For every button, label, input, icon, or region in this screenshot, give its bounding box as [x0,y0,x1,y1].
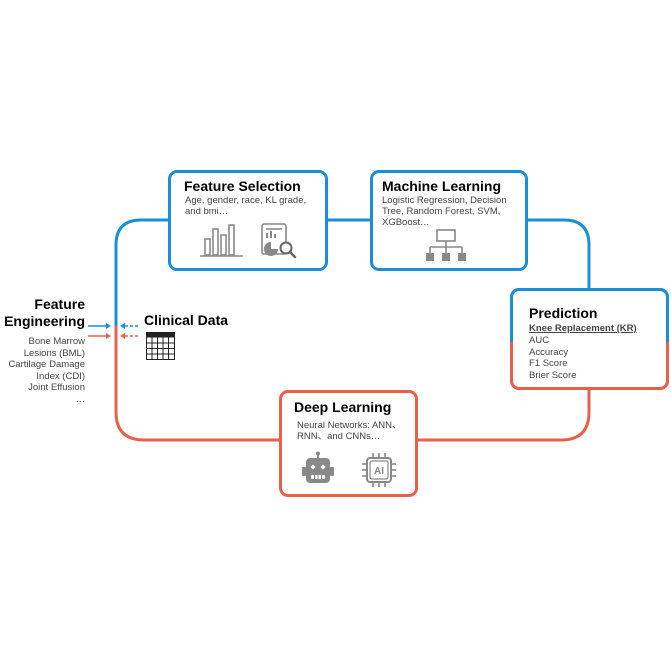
fe-item: Bone Marrow [28,336,86,347]
prediction-box-red-half [510,339,669,390]
machine-learning-body: Logistic Regression, Decision Tree, Rand… [382,195,526,228]
prediction-metric: Brier Score [529,369,577,381]
feature-engineering-title-line2: Engineering [4,313,85,329]
ai-chip-icon: AI [362,453,396,487]
prediction-metric: F1 Score [529,358,568,369]
deep-learning-line: RNN、and CNNs… [297,431,381,442]
prediction-title: Prediction [529,305,598,321]
blue-connector-ml-pred [526,218,591,290]
red-loop-path [114,326,281,442]
svg-text:AI: AI [374,466,384,477]
blue-arrowhead-left [120,323,125,329]
feature-engineering-title-line1: Feature [34,296,85,312]
machine-learning-line: XGBoost… [382,217,430,228]
feature-selection-line: and bmi… [185,206,229,217]
feature-engineering: Feature Engineering [4,296,85,330]
deep-learning-line: Neural Networks: ANN、 [297,420,402,431]
red-connector-dl-pred [416,388,591,442]
bar-chart-icon [200,224,243,257]
blue-loop-path [114,218,168,326]
deep-learning-box: Deep Learning Neural Networks: ANN、 RNN、… [279,390,418,497]
machine-learning-box: Machine Learning Logistic Regression, De… [370,170,528,271]
red-arrowhead-left [120,333,125,339]
robot-icon [302,451,334,483]
prediction-metric: AUC [529,335,550,346]
fe-item: Index (CDI) [36,370,85,382]
fe-item: Joint Effusion [28,382,85,393]
prediction-metric: Accuracy [529,346,569,358]
hierarchy-icon [426,229,466,261]
fe-item: Cartilage Damage [8,359,85,370]
feature-selection-line: Age, gender, race, KL grade, [185,195,307,206]
machine-learning-line: Tree, Random Forest, SVM, [382,206,501,217]
prediction-subtitle: Knee Replacement (KR) [529,323,637,334]
red-arrowhead-right [106,333,111,339]
feature-selection-body: Age, gender, race, KL grade, and bmi… [185,195,325,217]
prediction-box-blue-half [510,288,669,342]
clinical-data-title: Clinical Data [144,312,229,328]
deep-learning-body: Neural Networks: ANN、 RNN、and CNNs… [297,420,417,442]
blue-arrowhead-right [106,323,111,329]
machine-learning-title: Machine Learning [382,178,502,194]
table-icon [146,332,175,360]
deep-learning-title: Deep Learning [294,399,392,415]
prediction-box: Prediction Knee Replacement (KR) AUC Acc… [510,288,669,390]
feature-selection-title: Feature Selection [184,178,301,194]
fe-item: Lesions (BML) [23,347,85,359]
prediction-metrics: AUC Accuracy F1 Score Brier Score [529,335,577,381]
feature-engineering-list: Bone Marrow Lesions (BML) Cartilage Dama… [8,336,85,405]
feature-selection-box: Feature Selection Age, gender, race, KL … [168,170,328,271]
fe-item: … [75,393,86,405]
report-search-icon [261,223,297,259]
machine-learning-line: Logistic Regression, Decision [382,195,507,206]
